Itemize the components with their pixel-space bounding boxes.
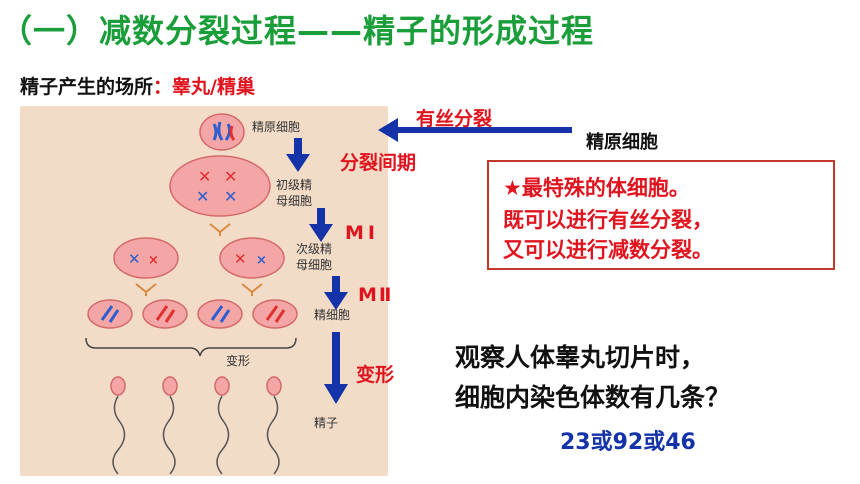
- mitosis-arrow: [378, 118, 572, 142]
- label-spermatid: 精细胞: [314, 308, 351, 322]
- primary-chromosome-1: ✕: [198, 167, 211, 186]
- interphase-label: 分裂间期: [340, 152, 417, 174]
- production-site-label: 精子产生的场所: [20, 76, 154, 98]
- label-deform: 变形: [226, 354, 251, 368]
- mitosis-label: 有丝分裂: [416, 108, 493, 130]
- secondary-left-chromosome-2: ×: [148, 253, 159, 268]
- spermatid-1: [87, 299, 133, 329]
- label-secondary-line1: 次级精: [296, 242, 333, 256]
- spermatid-3: [197, 299, 243, 329]
- sperm-4: [266, 376, 282, 475]
- split-bracket-2: [135, 283, 157, 296]
- sperm-1: [110, 376, 126, 475]
- page-title: （一）减数分裂过程——精子的形成过程: [0, 12, 595, 50]
- split-bracket-1: [209, 223, 231, 236]
- sperm-2: [162, 376, 178, 475]
- production-site-value: ：睾丸/精巢: [153, 76, 255, 98]
- spermatogonium-chromosome-red: [229, 125, 236, 141]
- question-line-2: 细胞内染色体数有几条？: [455, 383, 731, 412]
- split-bracket-3: [241, 283, 263, 296]
- spermatid-2-chromosomes: [155, 305, 176, 323]
- label-sperm: 精子: [314, 416, 339, 430]
- secondary-left-chromosome-1: ✕: [128, 250, 141, 268]
- label-primary-line2: 母细胞: [276, 194, 313, 208]
- primary-chromosome-3: ✕: [196, 187, 209, 206]
- secondary-right-chromosome-2: ×: [256, 253, 267, 268]
- note-line-3: 又可以进行减数分裂。: [503, 238, 713, 262]
- spermatogonium-label: 精原细胞: [586, 132, 658, 153]
- secondary-right-chromosome-1: ✕: [234, 250, 247, 268]
- label-primary-line1: 初级精: [276, 178, 313, 192]
- note-line-2: 既可以进行有丝分裂，: [503, 208, 713, 232]
- meiosis2-arrow: [324, 276, 348, 310]
- meiosis1-arrow: [309, 208, 333, 242]
- question-line-1: 观察人体睾丸切片时，: [455, 343, 706, 372]
- primary-spermatocyte-cell: [169, 155, 271, 217]
- primary-chromosome-4: ✕: [224, 187, 237, 206]
- spermatogenesis-diagram: ✕ ✕ ✕ ✕ ✕ × ✕ ×: [85, 113, 298, 475]
- interphase-arrow: [286, 138, 310, 172]
- spermatid-3-chromosomes: [210, 305, 231, 323]
- production-site: 精子产生的场所：睾丸/精巢: [20, 72, 255, 99]
- primary-chromosome-2: ✕: [224, 167, 237, 186]
- sperm-3: [214, 376, 230, 475]
- meiosis1-label: MⅠ: [345, 222, 379, 244]
- spermatogonium-cell: [199, 113, 245, 151]
- question-answer: 23或92或46: [560, 430, 696, 455]
- secondary-spermatocyte-left: [113, 237, 179, 279]
- deform-label: 变形: [356, 364, 395, 386]
- spermatogenesis-illustration: ✕ ✕ ✕ ✕ ✕ × ✕ ×: [20, 106, 388, 476]
- note-line-1: ★最特殊的体细胞。: [503, 176, 690, 200]
- spermatid-1-chromosomes: [100, 305, 120, 323]
- deform-brace: [85, 337, 297, 357]
- spermatid-2: [142, 299, 188, 329]
- label-spermatogonium: 精原细胞: [252, 120, 301, 134]
- spermatid-4-chromosomes: [265, 305, 286, 323]
- deform-arrow: [324, 332, 348, 404]
- note-box: ★最特殊的体细胞。 既可以进行有丝分裂， 又可以进行减数分裂。: [487, 160, 835, 270]
- secondary-spermatocyte-right: [219, 237, 285, 279]
- label-secondary-line2: 母细胞: [296, 258, 333, 272]
- meiosis2-label: MⅡ: [358, 284, 394, 306]
- spermatid-4: [252, 299, 298, 329]
